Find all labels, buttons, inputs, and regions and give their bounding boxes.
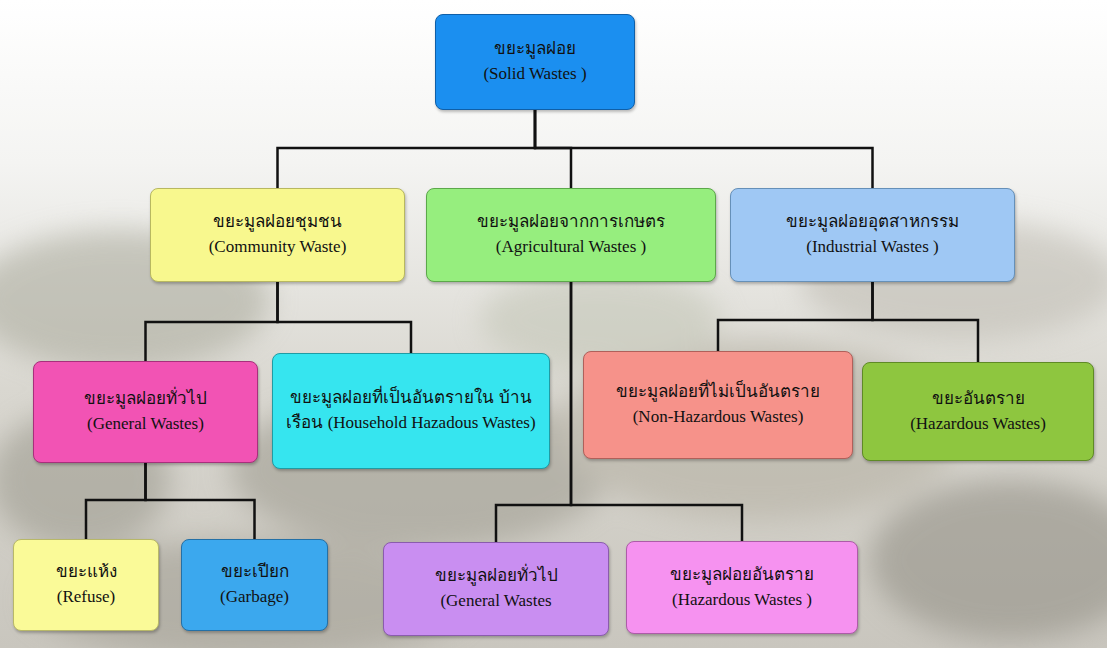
box-label: ขยะแห้ง	[56, 560, 117, 585]
category-box: ขยะมูลฝอยจากการเกษตร(Agricultural Wastes…	[426, 188, 716, 282]
box-label: (Hazardous Wastes)	[910, 412, 1046, 437]
box-label: ขยะมูลฝอยที่เป็นอันตรายใน บ้านเรือน (Hou…	[283, 386, 539, 435]
box-label: (Industrial Wastes )	[806, 235, 938, 260]
category-box: ขยะมูลฝอยชุมชน(Community Waste)	[150, 188, 405, 282]
tree-connector	[86, 463, 146, 539]
box-label: ขยะอันตราย	[932, 387, 1025, 412]
category-box: ขยะมูลฝอยที่ไม่เป็นอันตราย(Non-Hazardous…	[583, 351, 853, 459]
category-box: ขยะแห้ง(Refuse)	[13, 539, 159, 631]
box-label: (Hazardous Wastes )	[672, 588, 812, 613]
box-label: ขยะมูลฝอย	[494, 37, 576, 62]
box-label: ขยะมูลฝอยทั่วไป	[435, 564, 558, 589]
tree-connector	[873, 282, 979, 362]
box-label: (Agricultural Wastes )	[496, 235, 646, 260]
category-box: ขยะมูลฝอยทั่วไป(General Wastes	[383, 542, 609, 636]
box-label: ขยะมูลฝอยอันตราย	[670, 563, 814, 588]
category-box: ขยะเปียก(Garbage)	[181, 539, 328, 631]
box-label: ขยะมูลฝอยที่ไม่เป็นอันตราย	[616, 380, 820, 405]
box-label: (Solid Wastes )	[483, 62, 586, 87]
category-box: ขยะมูลฝอยที่เป็นอันตรายใน บ้านเรือน (Hou…	[272, 353, 550, 469]
box-label: ขยะเปียก	[221, 560, 289, 585]
box-label: ขยะมูลฝอยทั่วไป	[84, 387, 207, 412]
tree-connector	[146, 463, 255, 539]
category-box: ขยะมูลฝอยอุตสาหกรรม(Industrial Wastes )	[730, 188, 1015, 282]
tree-connector	[278, 282, 412, 353]
tree-connector	[278, 110, 536, 188]
box-label: (General Wastes)	[87, 412, 204, 437]
category-box: ขยะมูลฝอย(Solid Wastes )	[435, 14, 635, 110]
tree-connector	[718, 282, 873, 351]
category-box: ขยะมูลฝอยทั่วไป(General Wastes)	[33, 361, 258, 463]
box-label: (Refuse)	[57, 585, 116, 610]
box-label: (Garbage)	[220, 585, 289, 610]
box-label: (Community Waste)	[209, 235, 347, 260]
tree-connector	[535, 110, 873, 188]
category-box: ขยะมูลฝอยอันตราย(Hazardous Wastes )	[626, 541, 858, 634]
tree-connector	[146, 282, 278, 361]
category-box: ขยะอันตราย(Hazardous Wastes)	[862, 362, 1094, 461]
box-label: (General Wastes	[440, 589, 551, 614]
box-label: ขยะมูลฝอยชุมชน	[213, 210, 342, 235]
box-label: ขยะมูลฝอยจากการเกษตร	[477, 210, 665, 235]
box-label: ขยะมูลฝอยอุตสาหกรรม	[786, 210, 959, 235]
box-label: (Non-Hazardous Wastes)	[633, 405, 804, 430]
